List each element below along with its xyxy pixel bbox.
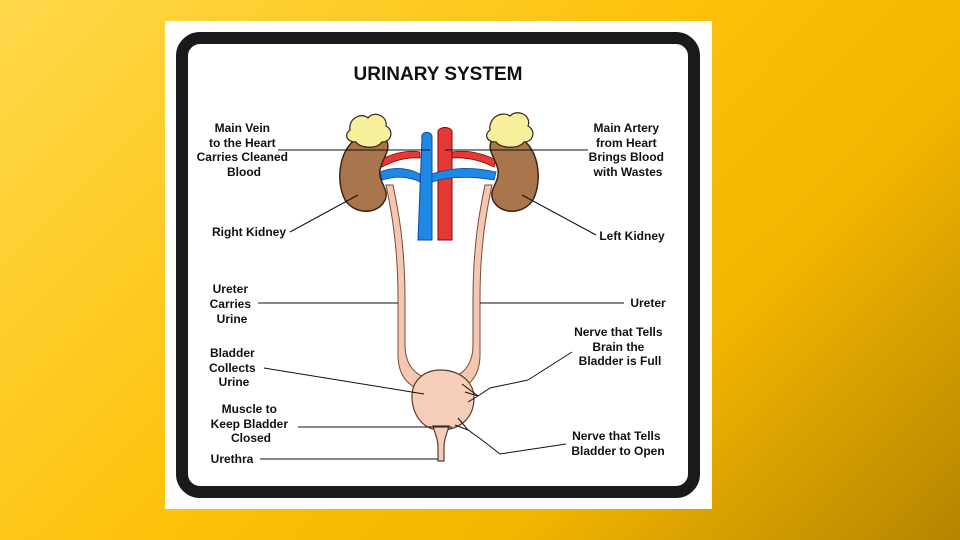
nerve-branch-1 <box>467 395 479 403</box>
leader-left-kidney <box>521 194 597 236</box>
right-renal-artery <box>379 150 421 168</box>
right-adrenal-gland <box>346 113 392 148</box>
label-left-kidney: Left Kidney <box>599 229 665 243</box>
left-renal-vein <box>431 167 497 183</box>
left-adrenal-gland <box>486 112 534 148</box>
label-nerve-open: Nerve that Tells Bladder to Open <box>571 429 664 458</box>
bladder <box>411 369 475 431</box>
label-ureter-right: Ureter <box>630 296 666 310</box>
label-right-kidney: Right Kidney <box>212 225 286 239</box>
label-nerve-full: Nerve that Tells Brain the Bladder is Fu… <box>574 325 666 368</box>
label-urethra: Urethra <box>211 452 254 466</box>
urethra <box>432 425 450 462</box>
nerve-branch-3 <box>457 417 469 431</box>
label-main-artery: Main Artery from Heart Brings Blood with… <box>589 121 668 179</box>
leader-nerve-open <box>499 443 567 455</box>
label-muscle: Muscle to Keep Bladder Closed <box>211 402 292 445</box>
left-renal-artery <box>451 150 497 168</box>
leader-nerve-full <box>527 351 573 381</box>
nerve-bladder-full <box>464 379 529 397</box>
label-ureter-left: Ureter Carries Urine <box>210 282 255 326</box>
diagram-frame <box>176 32 700 498</box>
label-main-vein: Main Vein to the Heart Carries Cleaned B… <box>197 121 292 179</box>
label-bladder: Bladder Collects Urine <box>209 346 259 389</box>
nerve-branch-2 <box>461 383 479 397</box>
diagram-title: URINARY SYSTEM <box>354 64 523 85</box>
right-renal-vein <box>379 168 421 183</box>
nerve-bladder-open <box>454 424 501 455</box>
leader-right-kidney <box>289 194 359 233</box>
left-ureter <box>452 184 493 391</box>
main-vein <box>417 131 433 241</box>
leader-bladder <box>263 367 425 395</box>
main-artery <box>437 127 453 241</box>
